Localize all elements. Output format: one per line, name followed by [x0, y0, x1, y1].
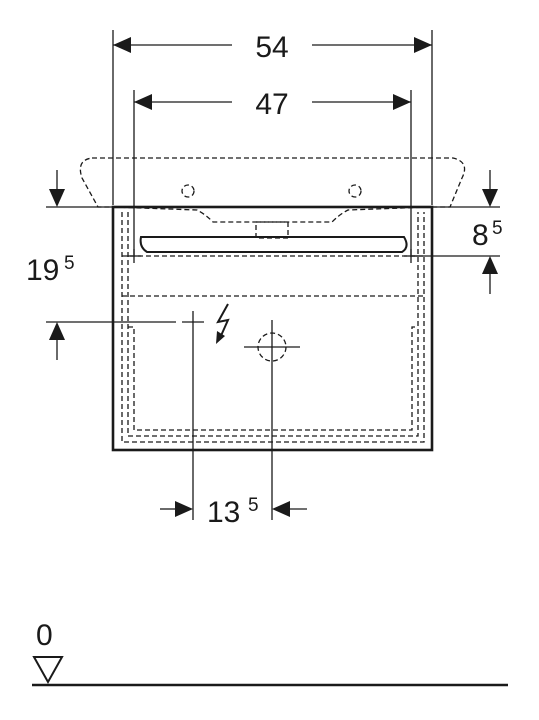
- fixing-point-right-icon: [404, 249, 418, 263]
- dimension-basin-width: 47: [133, 88, 412, 255]
- right-height-superscript: 5: [492, 218, 503, 239]
- left-height-label: 19: [26, 254, 59, 287]
- water-supply-crosshair-icon: [182, 311, 204, 520]
- offset-superscript: 5: [248, 495, 259, 516]
- offset-label: 13: [207, 496, 240, 529]
- overall-width-label: 54: [255, 31, 288, 64]
- basin-width-label: 47: [255, 88, 288, 121]
- left-height-superscript: 5: [64, 253, 75, 274]
- dimension-right-height: 8 5: [411, 170, 503, 294]
- drain-crosshair-icon: [244, 320, 300, 520]
- washbasin-outline: [79, 157, 466, 239]
- floor-level-marker: 0: [32, 619, 508, 687]
- floor-level-label: 0: [36, 619, 53, 652]
- dimension-left-height: 19 5: [26, 170, 176, 360]
- right-height-label: 8: [472, 219, 489, 252]
- fixing-point-left-icon: [127, 249, 141, 263]
- dimension-overall-width: 54: [112, 30, 433, 205]
- vanity-cabinet: [111, 205, 434, 452]
- dimension-offset: 13 5: [160, 495, 307, 529]
- lightning-icon: [216, 303, 230, 344]
